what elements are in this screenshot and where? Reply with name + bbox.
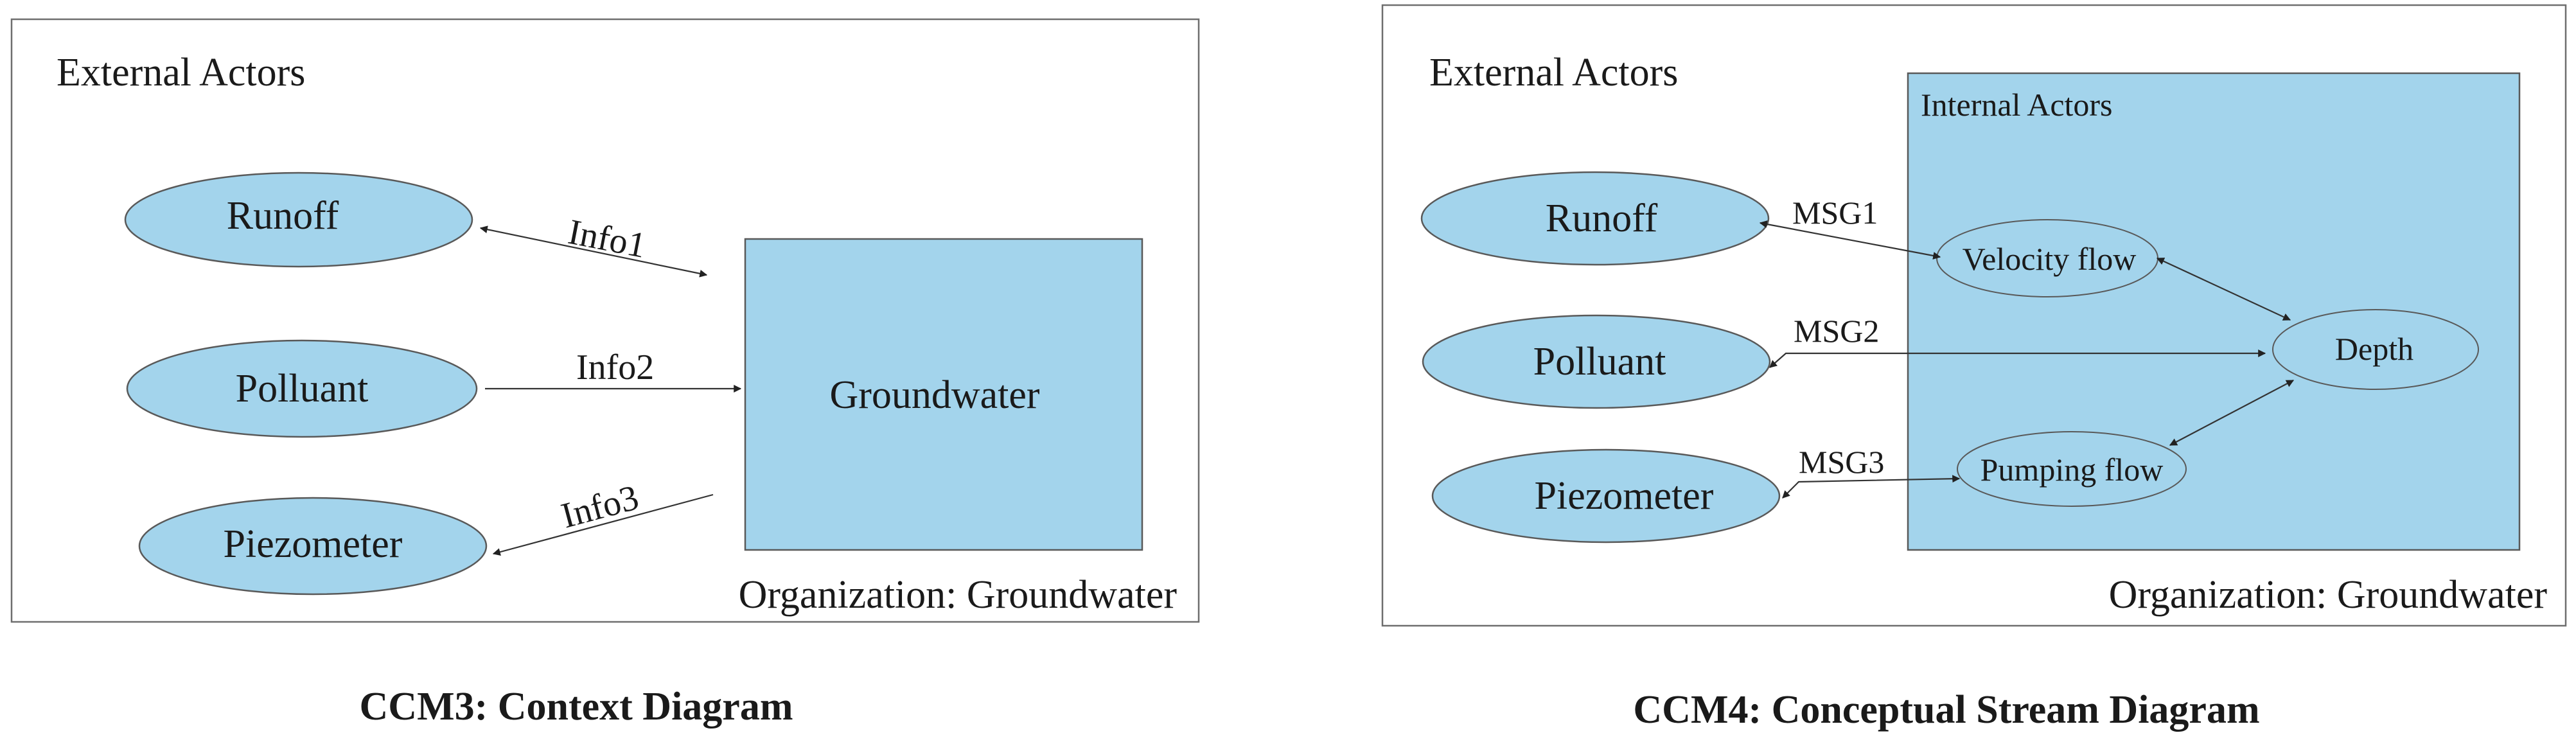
message-msg3: MSG3: [1799, 444, 1884, 480]
arrow-info3: [492, 493, 714, 556]
node-pumping-flow-label: Pumping flow: [1981, 452, 2164, 488]
context-diagram: External Actors Runoff Polluant Piezomet…: [10, 18, 1200, 729]
arrow-msg2: [1769, 349, 2266, 368]
actor-runoff-label: Runoff: [227, 194, 339, 238]
context-caption: CCM3: Context Diagram: [360, 685, 793, 729]
arrow-msg3: [1782, 475, 1961, 499]
arrow-msg1: [1759, 220, 1941, 260]
stream-actor-runoff-label: Runoff: [1546, 197, 1658, 240]
arrow-depth-pumping: [2169, 380, 2295, 446]
stream-diagram: External Actors Internal Actors Runoff P…: [1381, 4, 2567, 732]
arrow-velocity-depth: [2156, 258, 2291, 321]
actor-polluant-label: Polluant: [236, 367, 369, 411]
actor-piezometer: [138, 497, 488, 596]
context-external-label: External Actors: [57, 51, 305, 94]
node-pumping-flow: [1957, 431, 2187, 507]
context-organization-label: Organization: Groundwater: [739, 573, 1178, 617]
node-velocity-flow-label: Velocity flow: [1963, 241, 2137, 277]
stream-actor-runoff: [1420, 171, 1770, 266]
message-msg2: MSG2: [1794, 313, 1879, 349]
actor-runoff: [124, 172, 473, 268]
node-depth: [2272, 309, 2479, 390]
actor-polluant: [126, 339, 478, 438]
message-info2: Info2: [576, 348, 654, 387]
actor-piezometer-label: Piezometer: [224, 522, 403, 566]
stream-caption: CCM4: Conceptual Stream Diagram: [1633, 688, 2259, 732]
stream-external-label: External Actors: [1429, 51, 1678, 94]
groundwater-label: Groundwater: [829, 373, 1039, 417]
groundwater-box: [744, 238, 1143, 551]
arrow-info1: [479, 225, 708, 278]
stream-actor-piezometer: [1431, 448, 1781, 543]
node-depth-label: Depth: [2335, 331, 2413, 367]
stream-actor-piezometer-label: Piezometer: [1535, 474, 1714, 518]
message-msg1: MSG1: [1792, 195, 1878, 231]
internal-actors-label: Internal Actors: [1921, 87, 2113, 123]
stream-organization-label: Organization: Groundwater: [2109, 573, 2548, 617]
stream-actor-polluant-label: Polluant: [1533, 340, 1666, 384]
